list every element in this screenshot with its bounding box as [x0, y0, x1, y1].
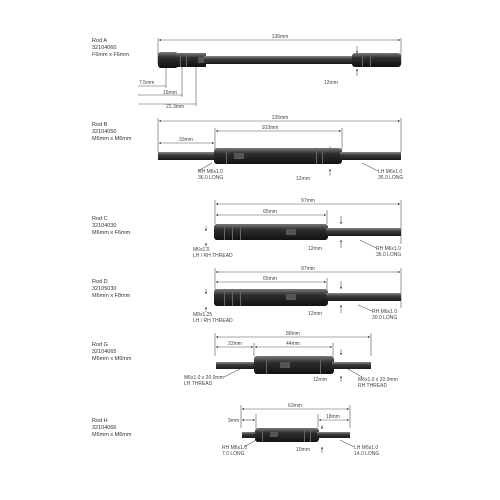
- rod-g-dim-22: 22mm: [228, 341, 242, 347]
- rod-g-note-rh: M6x1.0 x 20.0mm: [358, 377, 398, 383]
- rod-b-body: [158, 148, 401, 164]
- rod-d-note-rh: RH M6x1.0: [372, 309, 397, 315]
- rod-a-dim-7-5: 7.5mm: [139, 80, 154, 86]
- rod-d-dim-12: 12mm: [308, 311, 322, 317]
- rod-d-label: Rod D 32105030 M6mm x F8mm: [92, 279, 130, 300]
- rod-a-drawing: [138, 38, 402, 106]
- rod-c-note-rh: RH M6x1.0: [376, 246, 401, 252]
- rod-d-part: 32105030: [92, 286, 117, 292]
- rod-a-body: [158, 52, 401, 68]
- rod-d-note-thread: M8x1.25: [193, 312, 212, 318]
- rod-a-dim-136: 136mm: [272, 34, 289, 40]
- rod-c-body: [214, 224, 401, 240]
- rod-b-label: Rod B 32104050 M6mm x M6mm: [92, 122, 131, 143]
- rod-b-note-lh-len: 36.0 LONG: [378, 175, 403, 181]
- rod-c-dim-65: 65mm: [263, 209, 277, 215]
- rod-g-part: 32104065: [92, 349, 117, 355]
- rod-a-dim-12: 12mm: [324, 80, 338, 86]
- rod-a-dim-15: 15mm: [163, 90, 177, 96]
- rod-h-dim-9: 9mm: [228, 418, 239, 424]
- rod-h-body: [242, 428, 350, 442]
- rod-c-dim-97: 97mm: [301, 198, 315, 204]
- rod-d-name: Rod D: [92, 279, 108, 285]
- rod-a-label: Rod A 32104060 F6mm x F6mm: [92, 38, 129, 59]
- rod-g-label: Rod G 32104065 M6mm x M6mm: [92, 342, 131, 363]
- rod-h-note-lh-len: 14.0 LONG: [354, 451, 379, 457]
- rod-a-dim-22-3: 22.3mm: [166, 104, 184, 110]
- rod-b-drawing: [157, 118, 402, 176]
- rod-h-note-lh: LH M6x1.0: [354, 445, 378, 451]
- rod-g-note-lh: M6x1.0 x 20.0mm: [184, 375, 224, 381]
- rod-d-note-rh-len: 30.0 LONG: [372, 315, 397, 321]
- rod-b-part: 32104050: [92, 129, 117, 135]
- rod-g-dim-44: 44mm: [286, 341, 300, 347]
- rod-c-label: Rod C 32104030 M6mm x F6mm: [92, 216, 130, 237]
- rod-d-note-lhrh: LH / RH THREAD: [193, 318, 233, 324]
- rod-b-dim-135: 135mm: [272, 115, 289, 121]
- rod-g-dim-12: 12mm: [313, 377, 327, 383]
- rod-c-dim-12: 12mm: [308, 246, 322, 252]
- rod-c-part: 32104030: [92, 223, 117, 229]
- rod-g-dim-88: 88mm: [286, 331, 300, 337]
- rod-h-dim-10: 10mm: [296, 447, 310, 453]
- rod-d-dim-65: 65mm: [263, 276, 277, 282]
- rod-c-name: Rod C: [92, 216, 108, 222]
- rod-b-dim-33: 33mm: [179, 137, 193, 143]
- rod-d-spec: M6mm x F8mm: [92, 293, 131, 299]
- rod-h-note-rh-len: 7.0 LONG: [222, 451, 245, 457]
- rod-c-note-rh-len: 36.0 LONG: [376, 252, 401, 258]
- rod-h-label: Rod H 32104066 M6mm x M6mm: [92, 418, 131, 439]
- rod-a-spec: F6mm x F6mm: [92, 52, 129, 58]
- rod-a-part: 32104060: [92, 45, 117, 51]
- rod-h-name: Rod H: [92, 418, 108, 424]
- rod-h-dim-63: 63mm: [288, 403, 302, 409]
- rod-h-drawing: [240, 405, 355, 453]
- rod-a-name: Rod A: [92, 38, 107, 44]
- rod-b-note-rh-len: 36.0 LONG: [198, 175, 223, 181]
- rod-b-spec: M6mm x M6mm: [92, 136, 132, 142]
- rod-c-spec: M6mm x F6mm: [92, 230, 131, 236]
- rod-g-note-rh-dir: RH THREAD: [358, 383, 387, 389]
- rod-b-dim-12: 12mm: [296, 176, 310, 182]
- rod-g-drawing: [214, 333, 372, 382]
- rod-h-note-rh: RH M6x1.0: [222, 445, 247, 451]
- rod-b-note-rh: RH M6x1.0: [198, 169, 223, 175]
- rod-g-note-lh-dir: LH THREAD: [184, 381, 213, 387]
- rod-b-dim-103: 103mm: [262, 125, 279, 131]
- rod-d-dim-97: 97mm: [301, 266, 315, 272]
- rod-g-name: Rod G: [92, 342, 108, 348]
- rod-b-name: Rod B: [92, 122, 108, 128]
- rod-h-part: 32104066: [92, 425, 117, 431]
- rod-c-note-lhrh: LH / RH THREAD: [193, 253, 233, 259]
- rod-h-dim-18: 18mm: [326, 414, 340, 420]
- rod-c-note-thread: M6x1.0: [193, 247, 210, 253]
- rod-c-drawing: [204, 200, 402, 249]
- rod-g-spec: M6mm x M6mm: [92, 356, 132, 362]
- rod-b-note-lh: LH M6x1.0: [378, 169, 402, 175]
- rod-d-body: [214, 289, 401, 306]
- rod-d-drawing: [204, 268, 402, 313]
- rod-h-spec: M6mm x M6mm: [92, 432, 132, 438]
- rod-g-body: [216, 356, 371, 374]
